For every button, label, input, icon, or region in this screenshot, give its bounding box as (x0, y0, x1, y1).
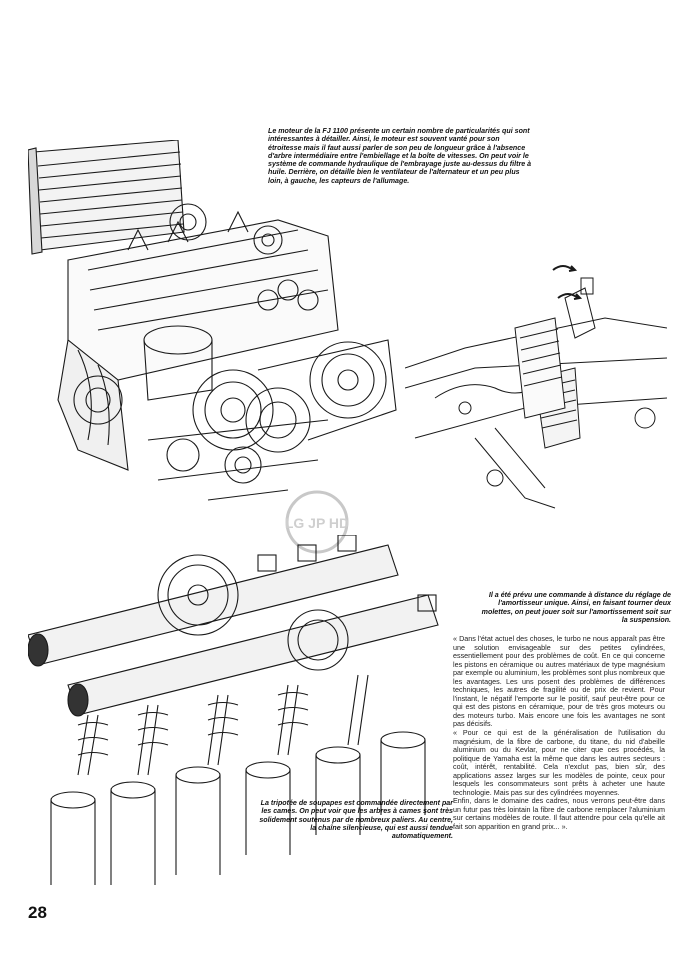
valve-heads-drawing (50, 731, 426, 885)
engine-block-drawing (57, 325, 213, 471)
article-body-text: « Dans l'état actuel des choses, le turb… (453, 634, 665, 832)
shock-adjuster-illustration (405, 258, 667, 513)
page-number: 28 (28, 903, 47, 922)
valve-springs-drawing (77, 674, 369, 776)
article-paragraph: « Dans l'état actuel des choses, le turb… (453, 634, 665, 729)
watermark-logo: LG JP HD (282, 488, 352, 556)
frame-bolts-drawing (458, 401, 656, 487)
article-paragraph: Enfin, dans le domaine des cadres, nous … (453, 796, 665, 832)
cylinder-head-drawing (67, 203, 339, 381)
camshaft-drawing (28, 544, 439, 717)
watermark-text: LG JP HD (285, 515, 349, 531)
radiator-drawing (28, 140, 185, 255)
tappets-drawing (257, 535, 437, 612)
camshaft-valves-illustration (28, 535, 458, 895)
shock-absorber-drawing (514, 287, 596, 419)
engine-caption: Le moteur de la FJ 1100 présente un cert… (268, 127, 532, 185)
cam-sprocket-drawing (157, 554, 349, 671)
valves-caption: La tripotée de soupapes est commandée di… (259, 799, 453, 841)
gearbox-clutch-drawing (73, 339, 397, 501)
shock-caption: Il a été prévu une commande à distance d… (481, 591, 671, 624)
engine-cutaway-illustration (28, 140, 398, 510)
article-paragraph: « Pour ce qui est de la généralisation d… (453, 728, 665, 797)
adjuster-knob-icons (552, 265, 594, 300)
